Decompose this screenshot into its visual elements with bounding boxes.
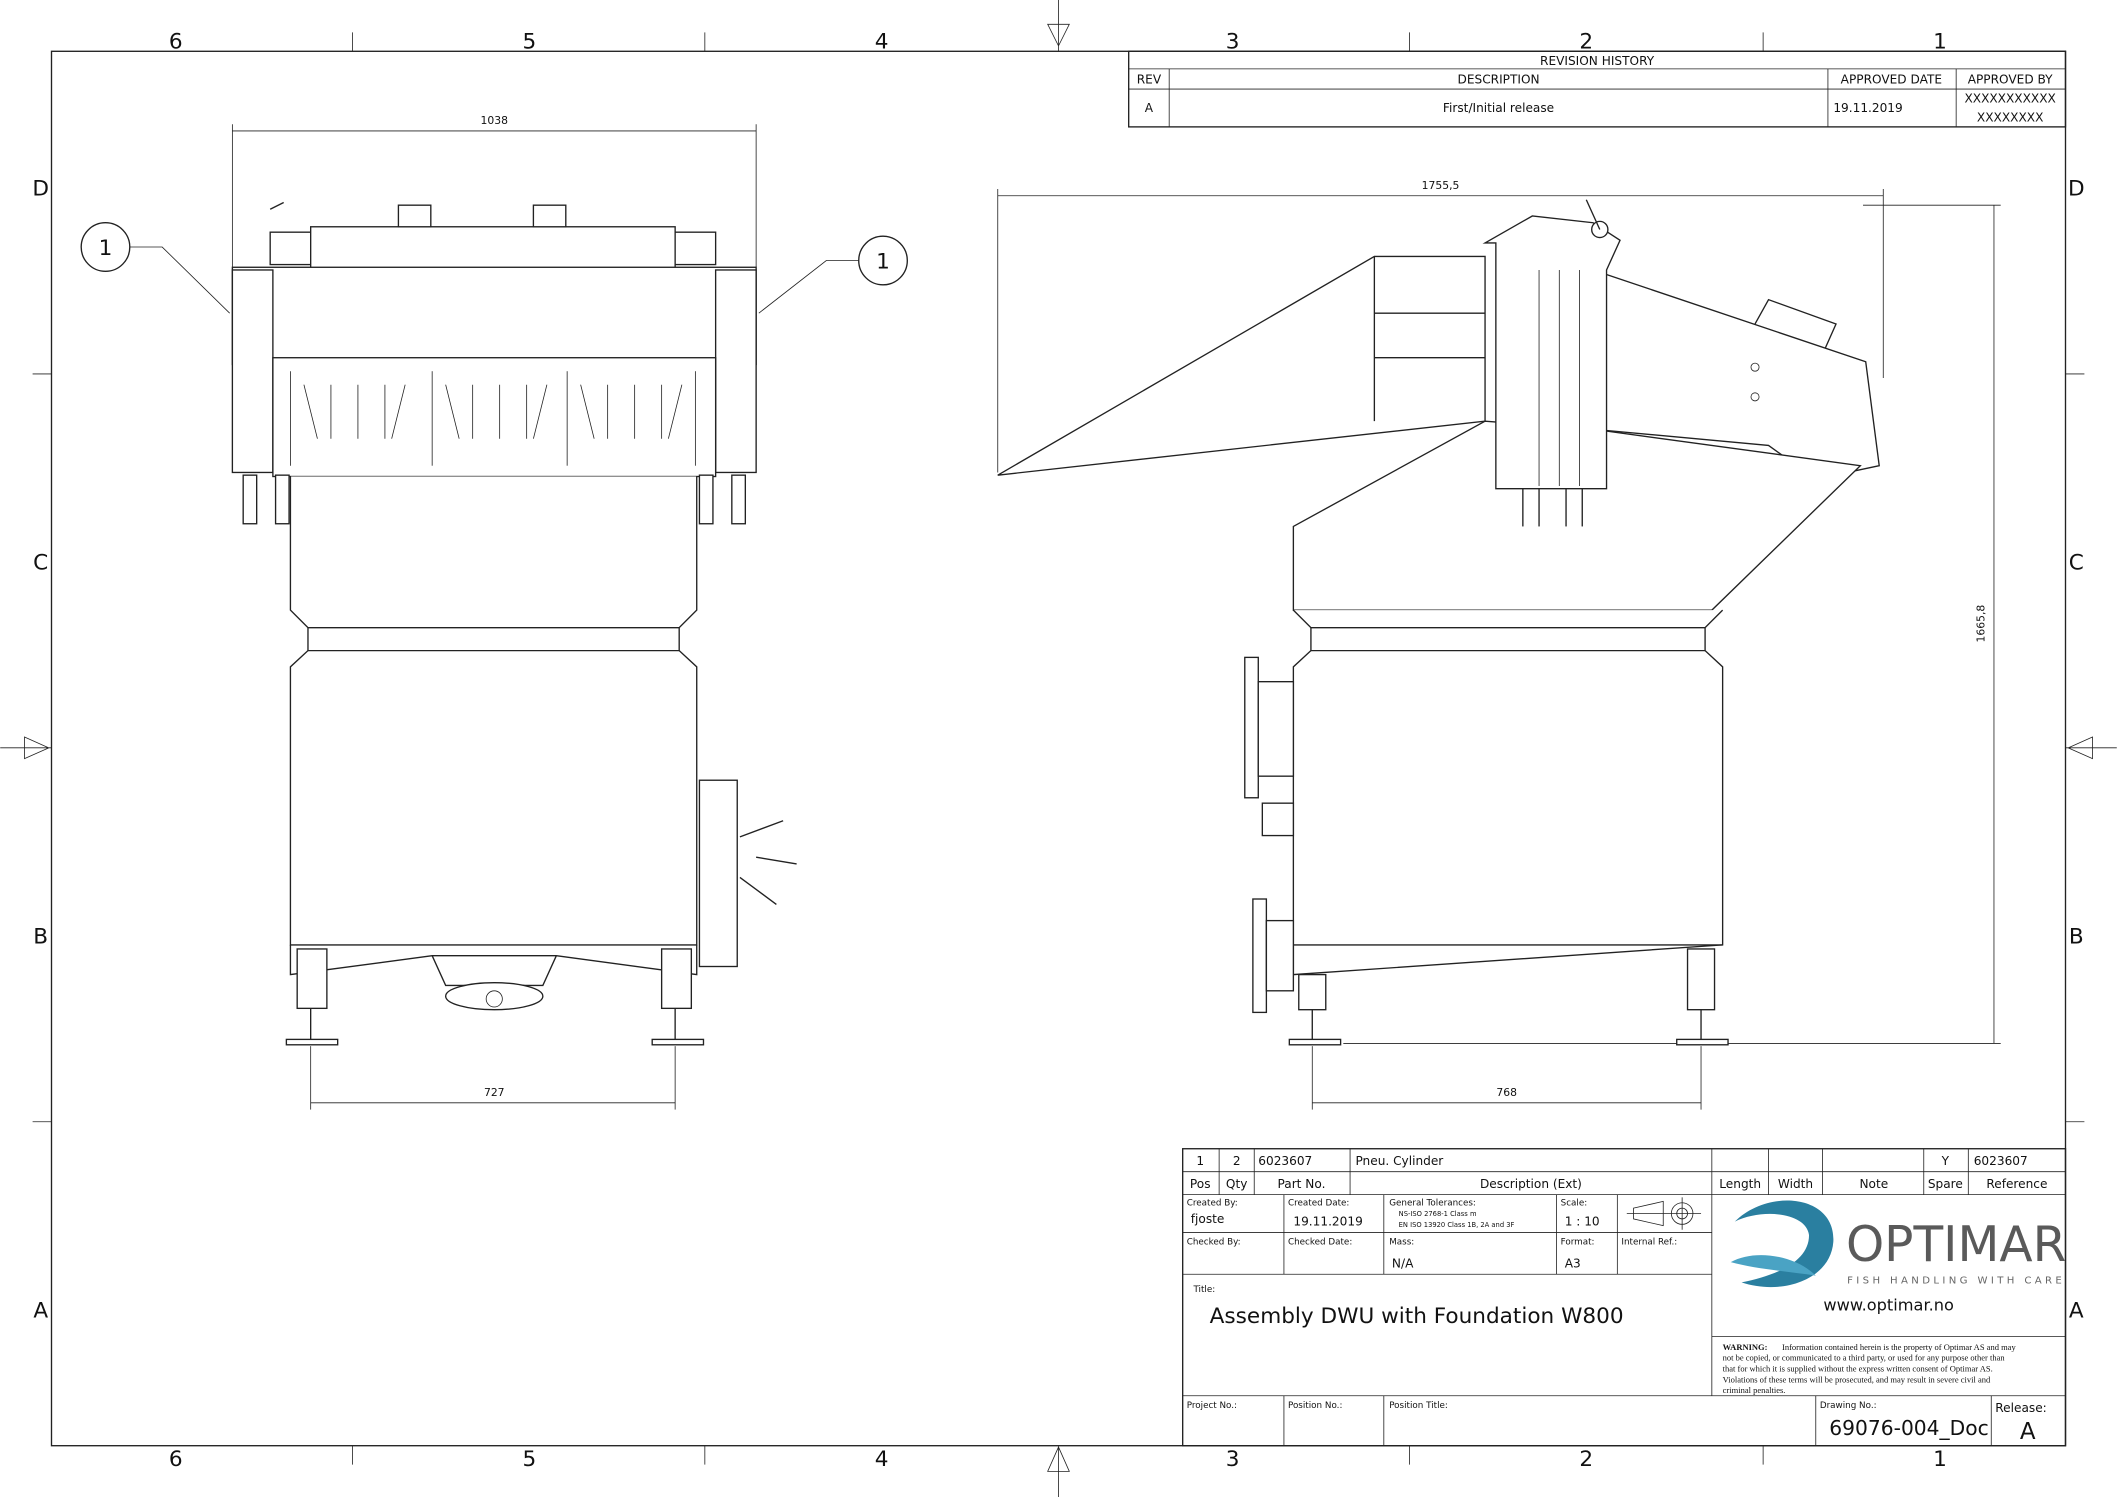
svg-text:5: 5 bbox=[522, 1447, 536, 1472]
svg-text:Description (Ext): Description (Ext) bbox=[1480, 1177, 1582, 1191]
svg-text:that for which it is supplied: that for which it is supplied without th… bbox=[1723, 1363, 1993, 1373]
svg-text:2: 2 bbox=[1579, 1447, 1593, 1472]
svg-text:REVISION HISTORY: REVISION HISTORY bbox=[1540, 54, 1655, 68]
svg-text:WARNING:: WARNING: bbox=[1723, 1342, 1768, 1352]
svg-text:not be copied, or communicated: not be copied, or communicated to a thir… bbox=[1723, 1353, 2006, 1363]
svg-text:Qty: Qty bbox=[1226, 1177, 1247, 1191]
svg-text:6023607: 6023607 bbox=[1974, 1154, 2028, 1168]
svg-text:Part No.: Part No. bbox=[1278, 1177, 1326, 1191]
svg-text:Information contained herein i: Information contained herein is the prop… bbox=[1782, 1342, 2016, 1352]
svg-text:Scale:: Scale: bbox=[1561, 1198, 1588, 1208]
svg-text:1: 1 bbox=[1196, 1154, 1204, 1168]
svg-text:OPTIMAR: OPTIMAR bbox=[1846, 1217, 2066, 1273]
svg-text:FISH HANDLING WITH CARE: FISH HANDLING WITH CARE bbox=[1847, 1276, 2065, 1287]
dimension-side-feet: 768 bbox=[1496, 1086, 1517, 1099]
svg-text:4: 4 bbox=[875, 1447, 889, 1472]
website-link[interactable]: www.optimar.no bbox=[1823, 1296, 1954, 1315]
svg-text:APPROVED DATE: APPROVED DATE bbox=[1841, 73, 1942, 87]
svg-text:Position No.:: Position No.: bbox=[1288, 1401, 1342, 1411]
svg-text:D: D bbox=[2068, 177, 2085, 202]
svg-text:Pos: Pos bbox=[1190, 1177, 1211, 1191]
svg-text:REV: REV bbox=[1137, 73, 1162, 87]
svg-text:6: 6 bbox=[169, 1447, 183, 1472]
balloon bbox=[80, 222, 131, 272]
svg-text:19.11.2019: 19.11.2019 bbox=[1293, 1215, 1362, 1229]
svg-text:D: D bbox=[32, 177, 49, 202]
zone-labels: 6 5 4 3 2 1 6 5 4 3 2 1 D C B A D C B A bbox=[32, 30, 2084, 1472]
svg-text:A: A bbox=[2020, 1419, 2036, 1445]
svg-text:Checked By:: Checked By: bbox=[1187, 1238, 1241, 1248]
svg-text:A: A bbox=[1145, 101, 1154, 115]
svg-text:69076-004_Doc: 69076-004_Doc bbox=[1829, 1416, 1989, 1440]
svg-text:C: C bbox=[2069, 551, 2084, 576]
svg-text:XXXXXXXX: XXXXXXXX bbox=[1977, 110, 2043, 124]
svg-text:DESCRIPTION: DESCRIPTION bbox=[1458, 73, 1540, 87]
svg-text:fjoste: fjoste bbox=[1191, 1212, 1225, 1226]
svg-text:Length: Length bbox=[1719, 1177, 1761, 1191]
svg-text:Mass:: Mass: bbox=[1389, 1238, 1414, 1248]
dimension-side-length: 1755,5 bbox=[1422, 179, 1460, 192]
svg-text:6: 6 bbox=[169, 30, 183, 55]
svg-text:B: B bbox=[33, 925, 48, 950]
balloon bbox=[858, 235, 908, 286]
svg-text:Created By:: Created By: bbox=[1187, 1198, 1238, 1208]
svg-text:Y: Y bbox=[1941, 1154, 1950, 1168]
svg-text:Format:: Format: bbox=[1561, 1238, 1595, 1248]
svg-text:6023607: 6023607 bbox=[1258, 1154, 1312, 1168]
svg-text:Title:: Title: bbox=[1192, 1285, 1215, 1295]
svg-text:EN ISO 13920 Class 1B, 2A and: EN ISO 13920 Class 1B, 2A and 3F bbox=[1399, 1221, 1515, 1229]
svg-text:A: A bbox=[2069, 1298, 2084, 1323]
svg-text:2: 2 bbox=[1579, 30, 1593, 55]
balloon-label: 1 bbox=[876, 250, 890, 275]
title-block: 1 2 6023607 Pneu. Cylinder Y 6023607 Pos Qty… bbox=[1182, 1148, 2067, 1447]
projection-symbol-icon bbox=[1626, 1197, 1702, 1230]
svg-text:Release:: Release: bbox=[1995, 1401, 2046, 1415]
svg-text:1: 1 bbox=[1933, 1447, 1947, 1472]
revision-history-table: REVISION HISTORY REV DESCRIPTION APPROVE… bbox=[1128, 50, 2067, 128]
dimension-front-feet: 727 bbox=[484, 1086, 505, 1099]
svg-text:Checked Date:: Checked Date: bbox=[1288, 1238, 1352, 1248]
svg-text:N/A: N/A bbox=[1392, 1257, 1414, 1271]
warning-notice: WARNING: Information contained herein is… bbox=[1723, 1342, 2017, 1395]
svg-text:C: C bbox=[33, 551, 48, 576]
svg-text:A3: A3 bbox=[1565, 1257, 1581, 1271]
dimension-side-height: 1665,8 bbox=[1975, 605, 1988, 643]
svg-text:19.11.2019: 19.11.2019 bbox=[1833, 101, 1902, 115]
svg-text:2: 2 bbox=[1233, 1154, 1241, 1168]
svg-text:Violations of these terms will: Violations of these terms will be prosec… bbox=[1723, 1374, 1991, 1384]
svg-text:1: 1 bbox=[1933, 30, 1947, 55]
svg-text:B: B bbox=[2069, 925, 2084, 950]
front-view bbox=[80, 124, 908, 1110]
drawing-title: Assembly DWU with Foundation W800 bbox=[1210, 1304, 1624, 1329]
svg-text:5: 5 bbox=[522, 30, 536, 55]
balloon-label: 1 bbox=[99, 236, 113, 261]
svg-text:Created Date:: Created Date: bbox=[1288, 1198, 1349, 1208]
svg-text:3: 3 bbox=[1226, 30, 1240, 55]
dimension-front-width: 1038 bbox=[481, 114, 509, 127]
svg-text:4: 4 bbox=[875, 30, 889, 55]
optimar-logo: OPTIMAR FISH HANDLING WITH CARE www.opti… bbox=[1730, 1200, 2066, 1315]
svg-text:Note: Note bbox=[1859, 1177, 1888, 1191]
svg-text:Width: Width bbox=[1778, 1177, 1813, 1191]
svg-text:Spare: Spare bbox=[1928, 1177, 1963, 1191]
svg-text:General Tolerances:: General Tolerances: bbox=[1389, 1198, 1476, 1208]
svg-text:3: 3 bbox=[1226, 1447, 1240, 1472]
svg-text:Reference: Reference bbox=[1986, 1177, 2047, 1191]
svg-text:XXXXXXXXXXX: XXXXXXXXXXX bbox=[1964, 92, 2055, 106]
svg-text:Pneu. Cylinder: Pneu. Cylinder bbox=[1355, 1154, 1443, 1168]
svg-text:NS-ISO 2768-1 Class m: NS-ISO 2768-1 Class m bbox=[1399, 1210, 1477, 1218]
svg-text:Drawing No.:: Drawing No.: bbox=[1820, 1401, 1877, 1411]
svg-text:First/Initial release: First/Initial release bbox=[1443, 101, 1554, 115]
side-view bbox=[997, 188, 2001, 1110]
svg-text:criminal penalties.: criminal penalties. bbox=[1723, 1385, 1786, 1395]
svg-text:Position Title:: Position Title: bbox=[1389, 1401, 1448, 1411]
svg-text:Internal Ref.:: Internal Ref.: bbox=[1621, 1238, 1677, 1248]
svg-text:APPROVED BY: APPROVED BY bbox=[1968, 73, 2053, 87]
svg-text:1 : 10: 1 : 10 bbox=[1565, 1215, 1600, 1229]
svg-text:A: A bbox=[33, 1298, 48, 1323]
svg-text:Project No.:: Project No.: bbox=[1187, 1401, 1237, 1411]
